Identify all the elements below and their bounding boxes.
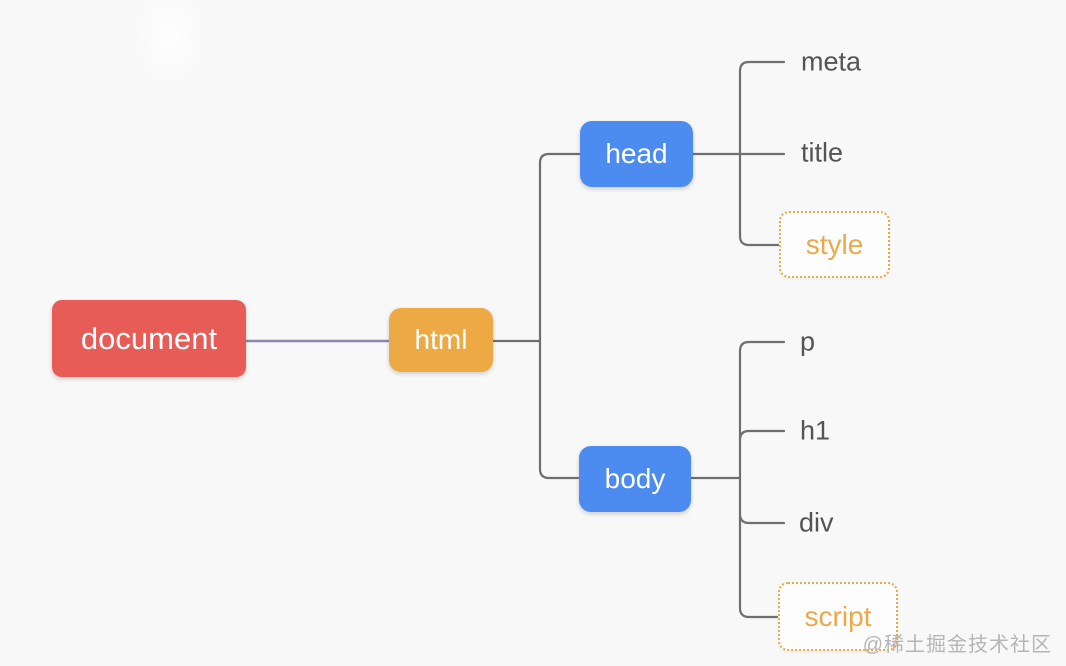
node-html-label: html	[414, 324, 468, 355]
node-document[interactable]: document	[52, 300, 246, 377]
node-meta[interactable]: meta	[801, 46, 862, 77]
edge-body-children	[689, 340, 786, 619]
edge-html-children	[491, 152, 581, 480]
node-head[interactable]: head	[580, 121, 693, 187]
watermark: @稀土掘金技术社区	[862, 634, 1052, 656]
node-style[interactable]: style	[779, 211, 890, 278]
node-html[interactable]: html	[389, 308, 493, 372]
node-body-label: body	[604, 463, 666, 494]
edge-head-children	[691, 60, 786, 247]
node-p[interactable]: p	[800, 326, 816, 357]
node-document-label: document	[80, 320, 218, 356]
node-style-label: style	[805, 228, 864, 260]
node-head-label: head	[605, 138, 668, 169]
node-script-label: script	[804, 600, 872, 632]
node-body[interactable]: body	[579, 446, 691, 512]
node-div[interactable]: div	[799, 507, 834, 538]
node-h1[interactable]: h1	[800, 415, 831, 446]
node-script[interactable]: script	[778, 582, 898, 651]
node-title[interactable]: title	[801, 137, 844, 168]
